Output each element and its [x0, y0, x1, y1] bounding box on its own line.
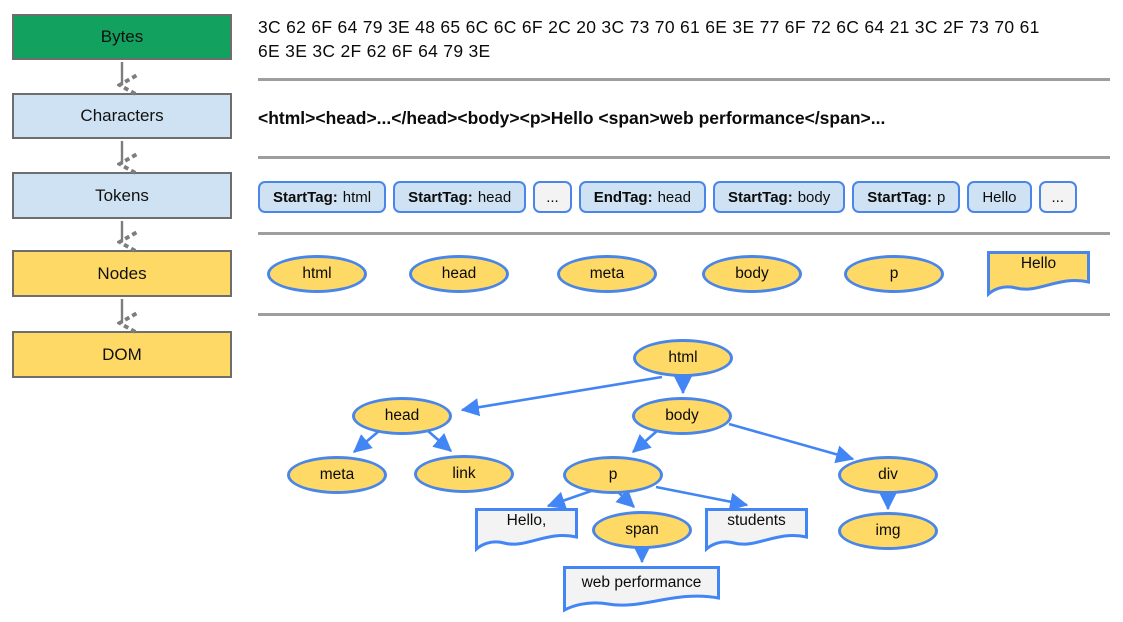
node-label: div [878, 466, 898, 483]
dom-node-body: body [632, 397, 732, 435]
node-label: body [665, 407, 699, 424]
token-value: ... [546, 188, 559, 206]
edge-p-students [655, 485, 749, 511]
stage-box-tokens: Tokens [12, 172, 232, 219]
dom-node-img: img [838, 512, 938, 550]
edge-p-span [615, 488, 635, 508]
bytes-hex-line1: 3C 62 6F 64 79 3E 48 65 6C 6C 6F 2C 20 3… [258, 17, 1040, 37]
token-value: Hello [982, 188, 1017, 206]
characters-markup-text: <html><head>...</head><body><p>Hello <sp… [258, 108, 886, 128]
token-prefix: StartTag: [867, 188, 932, 206]
token-chip-starttag-body: StartTag:body [712, 181, 846, 213]
stage-label-tokens: Tokens [95, 185, 149, 205]
tokens-row: StartTag:html StartTag:head ... EndTag:h… [258, 181, 1108, 213]
separator-2 [258, 156, 1110, 159]
dom-textnode-web-performance: web performance [563, 566, 720, 614]
token-chip-ellipsis-2: ... [1038, 181, 1078, 213]
node-label: head [384, 407, 420, 424]
text-node-shape [475, 508, 578, 553]
node-label: link [452, 465, 476, 482]
node-label: html [302, 265, 332, 282]
stage-label-bytes: Bytes [100, 27, 144, 46]
token-value: p [936, 188, 946, 206]
token-prefix: StartTag: [727, 188, 793, 206]
edge-head-link [427, 430, 452, 452]
stage-box-dom: DOM [12, 331, 232, 378]
dom-textnode-hello: Hello, [475, 508, 578, 553]
token-chip-starttag-head: StartTag:head [393, 181, 527, 213]
stage-box-bytes: Bytes [12, 14, 232, 60]
node-label: p [889, 265, 899, 282]
separator-1 [258, 78, 1110, 81]
token-prefix: EndTag: [593, 188, 653, 206]
token-chip-starttag-html: StartTag:html [258, 181, 387, 213]
dom-node-link: link [414, 455, 514, 493]
dom-node-meta: meta [287, 456, 387, 494]
separator-3 [258, 232, 1110, 235]
node-label: web performance [581, 574, 702, 591]
token-value: ... [1051, 188, 1065, 206]
node-label: body [735, 265, 769, 282]
edge-html-head [460, 375, 663, 417]
dom-textnode-students: students [705, 508, 808, 553]
token-chip-endtag-head: EndTag:head [578, 181, 706, 213]
dom-node-p: p [563, 456, 663, 494]
token-prefix: StartTag: [273, 188, 338, 206]
node-label: Hello, [506, 512, 547, 529]
node-label: html [668, 349, 698, 366]
text-node-shape [987, 251, 1090, 298]
node-row-meta: meta [557, 255, 657, 293]
token-value: head [657, 188, 691, 206]
stage-box-nodes: Nodes [12, 250, 232, 297]
node-row-hello-textnode: Hello [987, 251, 1090, 298]
token-value: head [477, 188, 512, 206]
node-label: Hello [1020, 255, 1057, 272]
token-prefix: StartTag: [408, 188, 473, 206]
token-chip-ellipsis-1: ... [533, 181, 572, 213]
node-label: img [875, 522, 901, 539]
token-chip-hello: Hello [967, 181, 1032, 213]
token-chip-starttag-p: StartTag:p [852, 181, 961, 213]
bytes-hex-text: 3C 62 6F 64 79 3E 48 65 6C 6C 6F 2C 20 3… [258, 15, 1058, 63]
stage-box-characters: Characters [12, 93, 232, 139]
separator-4 [258, 313, 1110, 316]
node-label: p [608, 466, 618, 483]
edge-p-hello [546, 488, 595, 510]
node-label: head [441, 265, 477, 282]
dom-node-span: span [592, 511, 692, 549]
node-label: span [625, 521, 659, 538]
edge-head-meta [353, 430, 380, 453]
node-row-html: html [267, 255, 367, 293]
token-value: html [342, 188, 372, 206]
text-node-shape [705, 508, 808, 553]
node-row-body: body [702, 255, 802, 293]
bytes-hex-line2: 6E 3E 3C 2F 62 6F 64 79 3E [258, 41, 491, 61]
node-row-p: p [844, 255, 944, 293]
node-label: meta [589, 265, 625, 282]
token-value: body [797, 188, 831, 206]
node-label: meta [319, 466, 355, 483]
edge-body-p [632, 430, 658, 453]
node-label: students [727, 512, 786, 529]
dom-node-head: head [352, 397, 452, 435]
edge-body-div [728, 422, 855, 464]
text-node-shape [563, 566, 720, 613]
stage-label-nodes: Nodes [97, 263, 147, 283]
node-row-head: head [409, 255, 509, 293]
stage-label-dom: DOM [102, 344, 142, 364]
dom-node-html: html [633, 339, 733, 377]
dom-node-div: div [838, 456, 938, 494]
stage-label-characters: Characters [80, 106, 164, 125]
